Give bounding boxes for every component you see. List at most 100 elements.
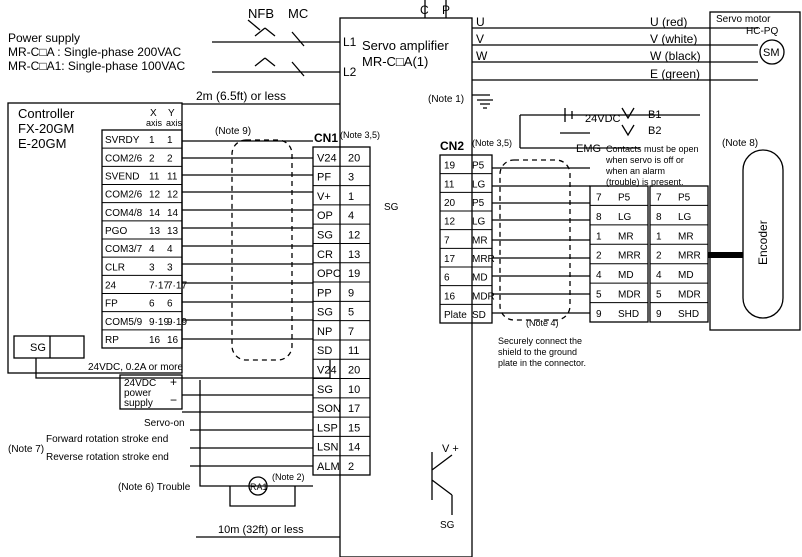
psu-box xyxy=(119,374,183,410)
motor-title: Servo motor xyxy=(716,14,771,25)
controller-signal: SVRDY xyxy=(105,135,140,146)
controller-y-pin: 11 xyxy=(167,172,178,183)
cn2-signal: LG xyxy=(472,179,486,190)
controller-signal: COM4/8 xyxy=(105,208,143,219)
cn1-pin: 20 xyxy=(348,365,360,377)
psu-plus: + xyxy=(170,375,177,389)
encoder-pin-right: 9 xyxy=(656,309,662,320)
cn2-pin: 7 xyxy=(444,235,450,246)
encoder-pin-left: 8 xyxy=(596,212,602,223)
y-axis-header: Y xyxy=(168,108,175,119)
psu-line3: supply xyxy=(124,398,153,409)
terminal-w: W xyxy=(476,49,488,63)
controller-y-pin: 6 xyxy=(167,299,173,310)
output-sg-lower: SG xyxy=(440,520,455,531)
amp-title2: MR-C□A(1) xyxy=(362,54,428,69)
cn1-pin: 11 xyxy=(348,345,359,357)
cn2-signal: MR xyxy=(472,235,488,246)
note-2: (Note 2) xyxy=(272,472,305,482)
encoder-pin-left: 7 xyxy=(596,192,602,203)
controller-signal: COM3/7 xyxy=(105,244,143,255)
cn1-pin: 17 xyxy=(348,403,360,415)
distance-2m: 2m (6.5ft) or less xyxy=(196,89,286,103)
motor-model: HC-PQ xyxy=(746,26,778,37)
encoder-pin-right: 5 xyxy=(656,290,662,301)
controller-y-pin: 14 xyxy=(167,208,179,219)
cn1-pin: 3 xyxy=(348,172,354,184)
encoder-signal-right: MR xyxy=(678,231,694,242)
brake-emg: EMG xyxy=(576,143,601,155)
cn1-signal: LSN xyxy=(317,442,338,454)
controller-sg: SG xyxy=(30,342,46,354)
cn1-pin: 2 xyxy=(348,461,354,473)
controller-title: Controller xyxy=(18,106,75,121)
controller-model2: E-20GM xyxy=(18,136,66,151)
encoder-pin-right: 2 xyxy=(656,251,662,262)
cn2-pin: Plate xyxy=(444,310,467,321)
amp-title1: Servo amplifier xyxy=(362,38,449,53)
psu-caption: 24VDC, 0.2A or more xyxy=(88,362,183,373)
controller-signal: RP xyxy=(105,335,119,346)
y-axis-sub: axis xyxy=(166,118,183,128)
cn2-signal: MRR xyxy=(472,254,495,265)
cn2-connector xyxy=(439,154,493,324)
encoder-signal-right: P5 xyxy=(678,192,691,203)
wire-v: V (white) xyxy=(650,32,697,46)
encoder-signal-left: SHD xyxy=(618,309,639,320)
wire-w: W (black) xyxy=(650,49,701,63)
controller-x-pin: 1 xyxy=(149,135,155,146)
reverse-stroke-label: Reverse rotation stroke end xyxy=(46,452,169,463)
controller-x-pin: 9·19 xyxy=(149,317,169,328)
cn1-signal: V+ xyxy=(317,191,331,203)
brake-24vdc: 24VDC xyxy=(585,113,621,125)
x-axis-sub: axis xyxy=(146,118,163,128)
encoder-symbol xyxy=(742,149,784,319)
cn2-pin: 16 xyxy=(444,291,456,302)
cn1-signal: V24 xyxy=(317,365,337,377)
motor-symbol xyxy=(759,39,785,65)
distance-10m: 10m (32ft) or less xyxy=(218,524,304,536)
controller-signal: 24 xyxy=(105,281,117,292)
terminal-u: U xyxy=(476,15,485,29)
cn1-pin: 7 xyxy=(348,326,354,338)
cn2-pin: 19 xyxy=(444,161,456,172)
shield-note1: Securely connect the xyxy=(498,336,582,346)
encoder-pin-left: 5 xyxy=(596,290,602,301)
shield-note2: shield to the ground xyxy=(498,347,577,357)
note-9: (Note 9) xyxy=(215,126,251,137)
controller-x-pin: 16 xyxy=(149,335,161,346)
note-7: (Note 7) xyxy=(8,444,44,455)
servo-motor-box xyxy=(709,11,801,331)
cn1-signal: PF xyxy=(317,172,331,184)
controller-signal: PGO xyxy=(105,226,127,237)
note-8: (Note 8) xyxy=(722,138,758,149)
ra1-label: RA1 xyxy=(250,482,268,492)
controller-signal: FP xyxy=(105,299,118,310)
cn2-signal: MDR xyxy=(472,291,495,302)
cn1-signal: SON xyxy=(317,403,341,415)
cn1-pin: 14 xyxy=(348,442,360,454)
cn2-pin: 12 xyxy=(444,217,456,228)
power-line1: MR-C□A : Single-phase 200VAC xyxy=(8,45,181,59)
cn2-signal: P5 xyxy=(472,161,485,172)
controller-y-pin: 4 xyxy=(167,244,173,255)
encoder-pin-left: 9 xyxy=(596,309,602,320)
motor-sm: SM xyxy=(763,47,780,59)
controller-x-pin: 14 xyxy=(149,208,161,219)
cn1-pin: 9 xyxy=(348,287,354,299)
cn2-signal: MD xyxy=(472,273,488,284)
controller-x-pin: 2 xyxy=(149,153,155,164)
cn1-signal: CR xyxy=(317,249,333,261)
controller-model1: FX-20GM xyxy=(18,121,74,136)
cn2-pin: 11 xyxy=(444,179,455,190)
cn2-signal: SD xyxy=(472,310,486,321)
cn1-signal: NP xyxy=(317,326,332,338)
cn2-pin: 6 xyxy=(444,273,450,284)
controller-y-pin: 12 xyxy=(167,190,179,201)
encoder-signal-left: MDR xyxy=(618,290,641,301)
shield-note3: plate in the connector. xyxy=(498,358,586,368)
encoder-label: Encoder xyxy=(756,220,770,265)
cn2-signal: LG xyxy=(472,217,486,228)
contacts-line3: when an alarm xyxy=(605,166,665,176)
wire-e: E (green) xyxy=(650,67,700,81)
